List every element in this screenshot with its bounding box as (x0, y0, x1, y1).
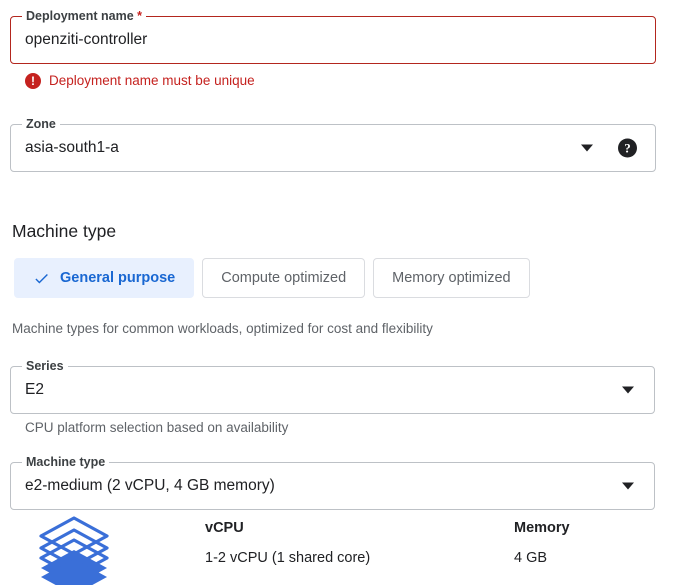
machine-type-field-label: Machine type (22, 455, 110, 470)
machine-family-tabs: General purpose Compute optimized Memory… (14, 258, 530, 298)
tab-compute-optimized[interactable]: Compute optimized (202, 258, 366, 298)
machine-type-field[interactable]: Machine type e2-medium (2 vCPU, 4 GB mem… (10, 455, 655, 510)
required-asterisk: * (137, 9, 143, 23)
deployment-name-label: Deployment name * (22, 9, 147, 24)
machine-family-helper-text: Machine types for common workloads, opti… (12, 321, 433, 336)
check-icon (35, 273, 48, 283)
tab-memory-optimized-label: Memory optimized (392, 270, 511, 286)
vcpu-heading: vCPU (205, 520, 244, 536)
machine-type-section-title: Machine type (12, 221, 117, 241)
series-helper-text: CPU platform selection based on availabi… (25, 420, 289, 435)
memory-heading: Memory (514, 520, 570, 536)
error-exclamation-icon: ! (25, 72, 41, 89)
machine-type-selected-value[interactable]: e2-medium (2 vCPU, 4 GB memory) (25, 477, 275, 494)
deployment-name-error: ! Deployment name must be unique (25, 72, 255, 89)
memory-value: 4 GB (514, 550, 548, 566)
zone-label: Zone (22, 117, 60, 132)
zone-field[interactable]: Zone asia-south1-a ? (10, 117, 656, 172)
chevron-down-icon[interactable] (581, 144, 593, 152)
chevron-down-icon[interactable] (622, 386, 634, 394)
stacked-layers-icon (39, 516, 109, 585)
series-selected-value[interactable]: E2 (25, 381, 44, 398)
vcpu-value: 1-2 vCPU (1 shared core) (205, 550, 371, 566)
tab-memory-optimized[interactable]: Memory optimized (373, 258, 530, 298)
zone-selected-value[interactable]: asia-south1-a (25, 139, 119, 156)
tab-general-purpose-label: General purpose (60, 270, 176, 286)
series-field[interactable]: Series E2 (10, 359, 655, 414)
help-question-icon[interactable]: ? (618, 138, 637, 158)
deployment-name-input[interactable]: openziti-controller (25, 31, 148, 48)
chevron-down-icon[interactable] (622, 482, 634, 490)
tab-compute-optimized-label: Compute optimized (221, 270, 347, 286)
error-message-text: Deployment name must be unique (49, 73, 255, 88)
tab-general-purpose[interactable]: General purpose (14, 258, 195, 298)
series-label: Series (22, 359, 68, 374)
deployment-name-field[interactable]: Deployment name * openziti-controller (10, 9, 656, 64)
